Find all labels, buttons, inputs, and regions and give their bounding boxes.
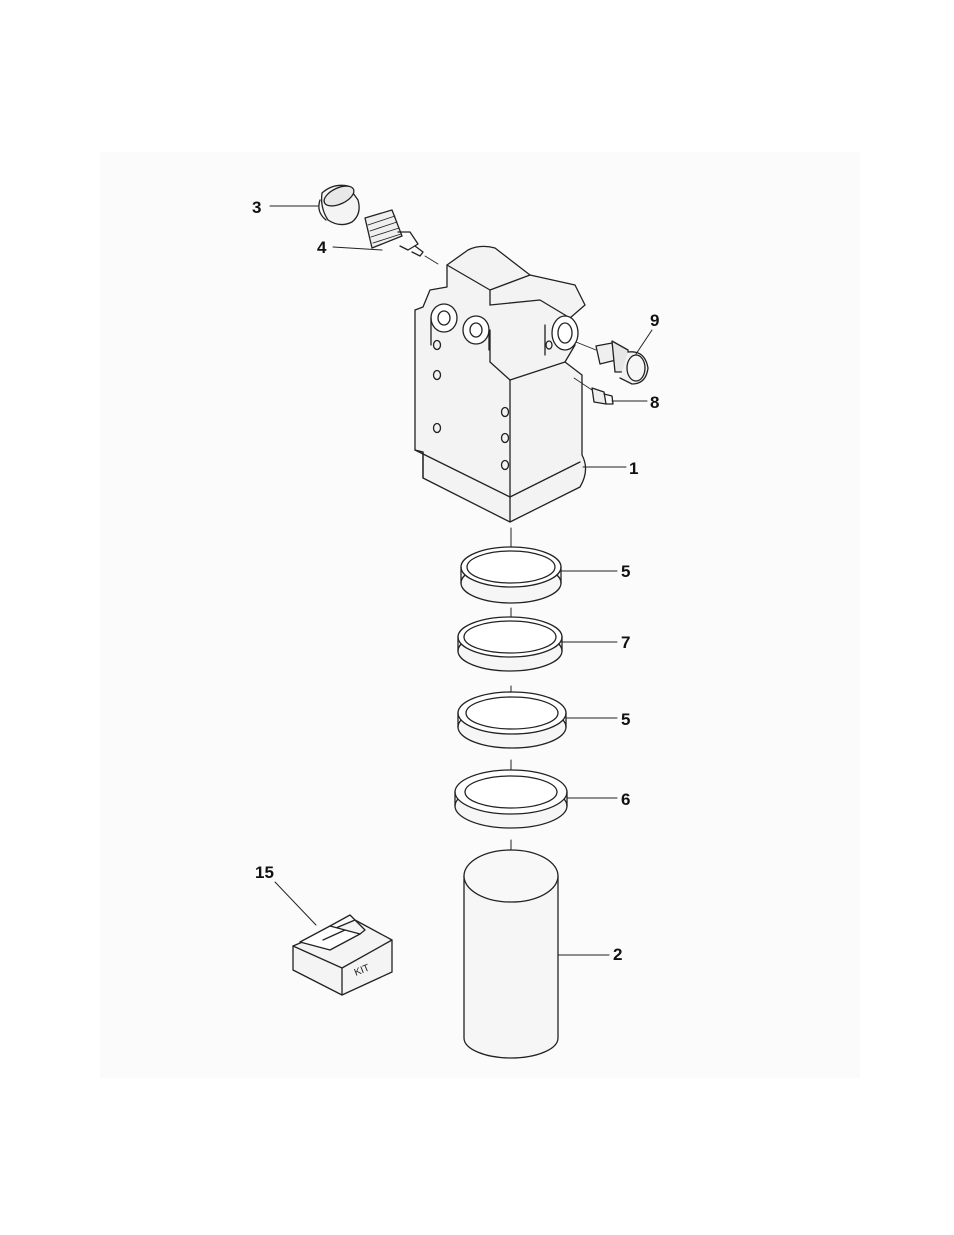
callout-3: 3 xyxy=(252,199,261,216)
callout-6: 6 xyxy=(621,791,630,808)
callout-1: 1 xyxy=(629,460,638,477)
part-15-kit-box: KIT xyxy=(293,915,392,995)
part-4-threaded-valve xyxy=(365,210,438,264)
part-2-filter-canister xyxy=(464,850,558,1058)
callout-4: 4 xyxy=(317,239,326,256)
callout-9: 9 xyxy=(650,312,659,329)
part-3-cap xyxy=(319,182,359,225)
callout-5-lower: 5 xyxy=(621,711,630,728)
leader-9 xyxy=(636,330,652,354)
callout-8: 8 xyxy=(650,394,659,411)
part-9-switch xyxy=(576,341,648,384)
part-1-filter-head xyxy=(415,246,586,522)
part-5-ring-upper xyxy=(461,547,561,603)
part-7-ring xyxy=(458,617,562,671)
callout-5-upper: 5 xyxy=(621,563,630,580)
callout-7: 7 xyxy=(621,634,630,651)
part-6-seal xyxy=(455,770,567,828)
leader-15 xyxy=(275,882,316,925)
callout-2: 2 xyxy=(613,946,622,963)
callout-15: 15 xyxy=(255,864,274,881)
part-5-ring-lower xyxy=(458,692,566,748)
